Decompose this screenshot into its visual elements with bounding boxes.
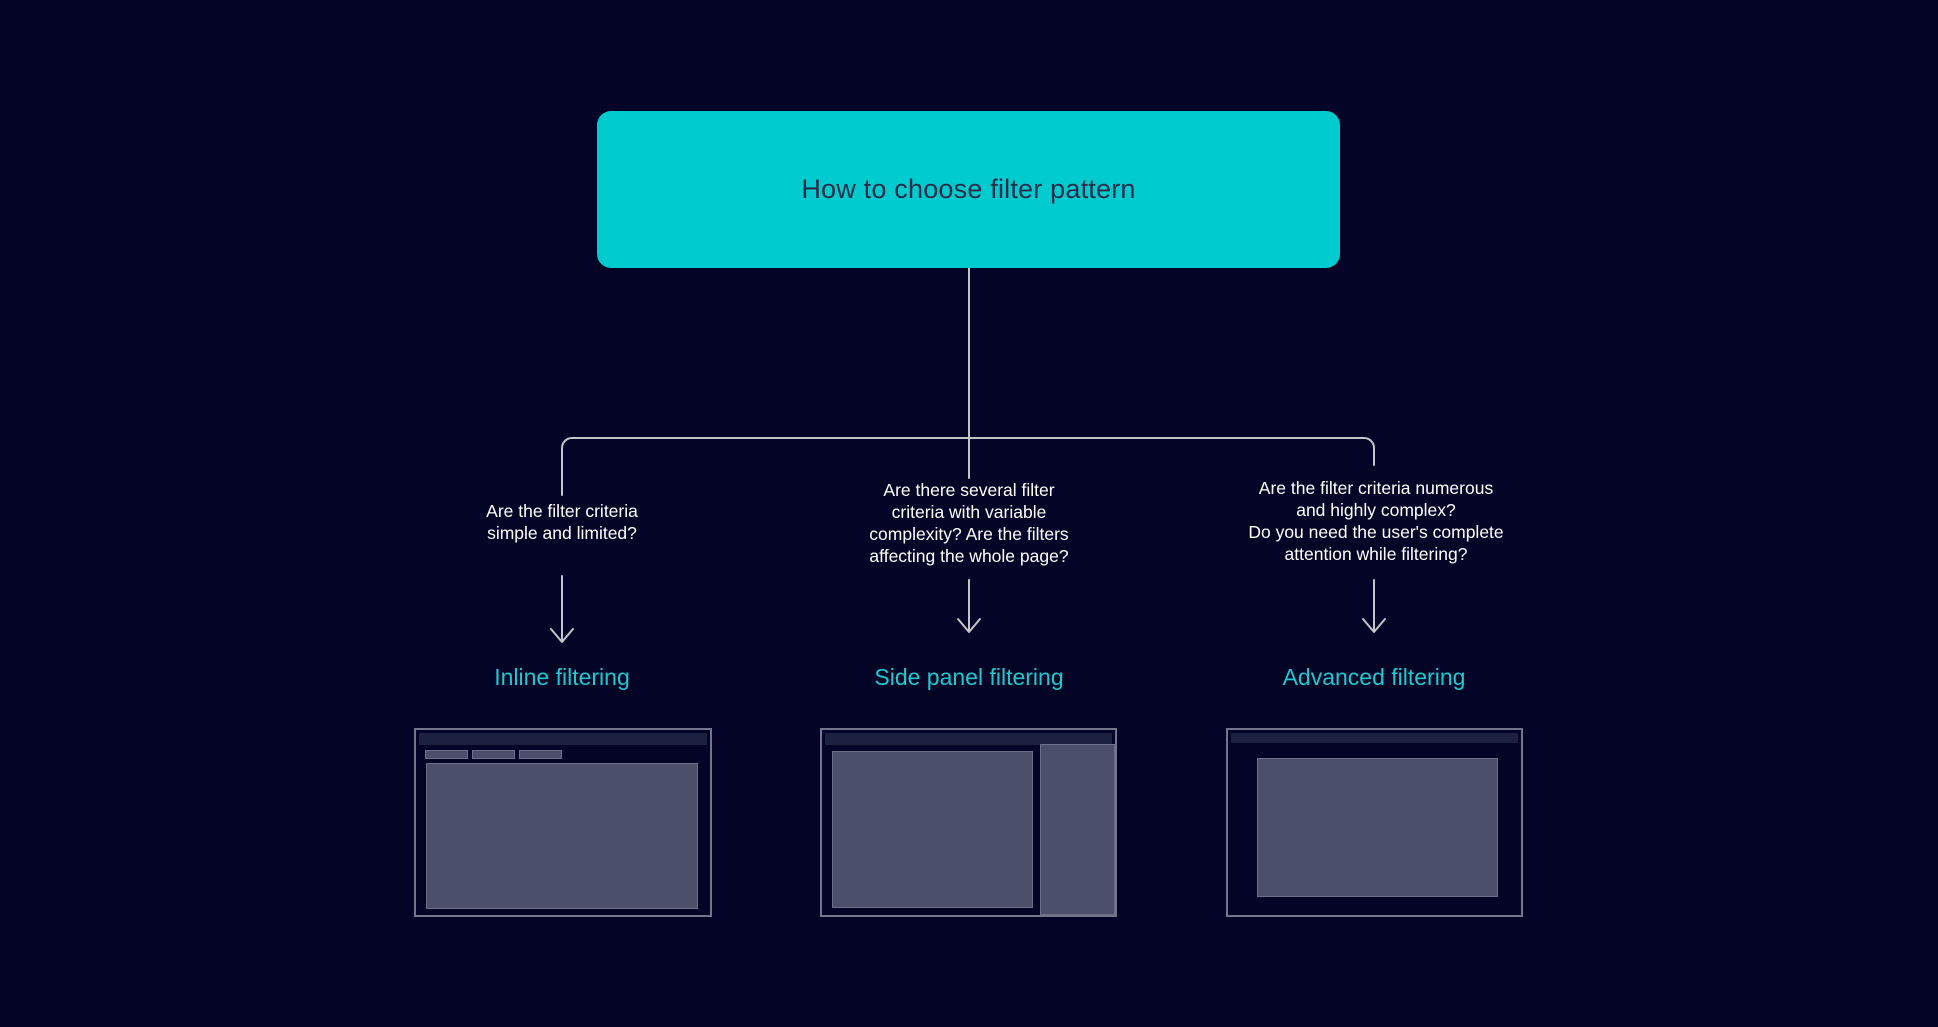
inline-filtering-wireframe: [414, 728, 712, 917]
wireframe-header-bar: [825, 733, 1112, 745]
wireframe-header-bar: [419, 733, 707, 745]
filter-chip: [425, 750, 468, 759]
question-advanced-filtering: Are the filter criteria numerous and hig…: [1248, 478, 1504, 564]
advanced-filtering-wireframe: [1226, 728, 1523, 917]
root-node: How to choose filter pattern: [597, 111, 1340, 268]
filter-chip-row: [425, 750, 562, 759]
arrow-right-head: [1362, 618, 1386, 633]
wireframe-header-bar: [1231, 733, 1518, 743]
question-inline-filtering: Are the filter criteria simple and limit…: [486, 501, 638, 543]
arrow-left-head: [550, 628, 574, 643]
filter-side-panel: [1040, 744, 1115, 915]
diagram-title: How to choose filter pattern: [801, 174, 1136, 204]
content-area: [832, 751, 1033, 908]
branch-bracket: [561, 437, 1375, 496]
filter-modal: [1257, 758, 1498, 897]
outcome-label-advanced-filtering: Advanced filtering: [1282, 664, 1466, 690]
filter-chip: [472, 750, 515, 759]
filter-chip: [519, 750, 562, 759]
outcome-label-inline-filtering: Inline filtering: [494, 664, 630, 690]
arrow-center-head: [957, 618, 981, 633]
outcome-label-side-panel-filtering: Side panel filtering: [874, 664, 1064, 690]
content-area: [426, 763, 698, 909]
question-side-panel-filtering: Are there several filter criteria with v…: [869, 480, 1069, 566]
side-panel-filtering-wireframe: [820, 728, 1117, 917]
